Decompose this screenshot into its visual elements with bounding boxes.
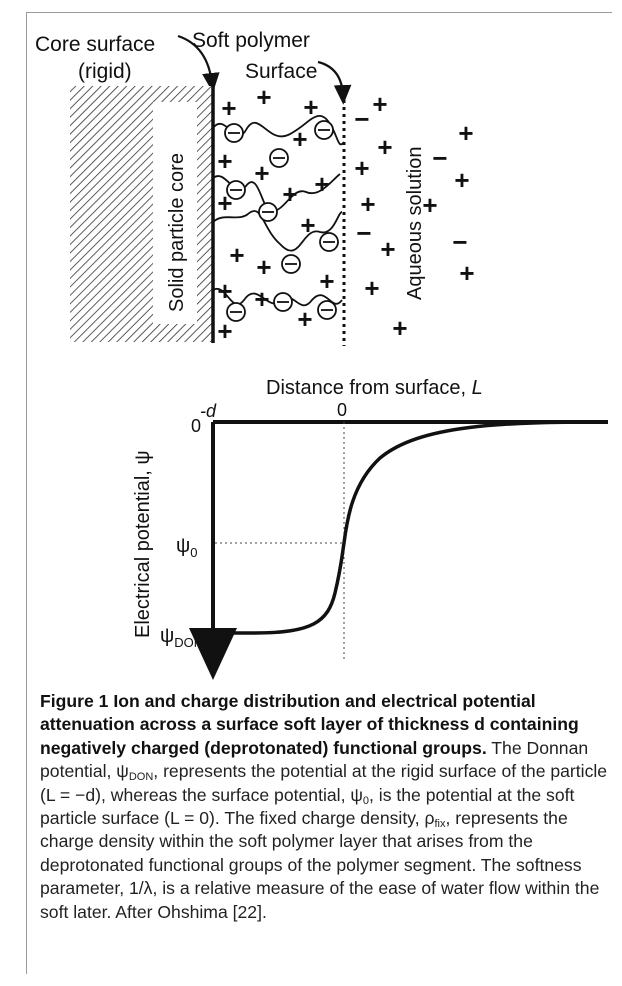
caption-subscript: fix — [434, 818, 446, 831]
cation: + — [392, 313, 407, 343]
x-axis-label: Distance from surface, L — [266, 377, 483, 399]
rigid-label: (rigid) — [78, 60, 132, 83]
cation: + — [319, 266, 334, 296]
chain-charge — [258, 202, 278, 222]
aqueous-ions: − + + + + − + + + + − + − + + — [354, 89, 474, 343]
cation: + — [217, 316, 232, 346]
anion: − — [354, 104, 369, 134]
cation: + — [217, 188, 232, 218]
cation: + — [256, 252, 271, 282]
caption-title: Figure 1 Ion and charge distribution and… — [40, 691, 579, 758]
caption-subscript: 0 — [362, 794, 370, 807]
caption-text: , represents the charge density within t… — [40, 808, 600, 922]
tick-label-zero-x: 0 — [337, 400, 347, 420]
chain-charge — [269, 148, 289, 168]
core-surface-arrow — [177, 34, 220, 93]
frame-top-border — [26, 12, 612, 13]
cation: + — [360, 189, 375, 219]
anion: − — [356, 218, 371, 248]
aqueous-label: Aqueous solution — [404, 147, 426, 300]
chain-charge — [224, 123, 244, 143]
cation: + — [422, 190, 437, 220]
cation: + — [217, 146, 232, 176]
cation: + — [354, 153, 369, 183]
cation: + — [256, 82, 271, 112]
cation: + — [292, 124, 307, 154]
cation: + — [454, 165, 469, 195]
chain-charge — [226, 302, 246, 322]
solid-core-label: Solid particle core — [166, 153, 188, 312]
potential-graph: Distance from surface, L -d 0 0 Electric… — [132, 377, 609, 680]
cation: + — [300, 210, 315, 240]
tick-label-zero-y: 0 — [191, 416, 201, 436]
cation: + — [254, 158, 269, 188]
cation: + — [364, 273, 379, 303]
cation: + — [380, 234, 395, 264]
cation: + — [297, 304, 312, 334]
soft-layer-diagram: Core surface (rigid) Soft polymer Surfac… — [35, 29, 475, 346]
cation: + — [229, 240, 244, 270]
cation: + — [372, 89, 387, 119]
psi0-label: ψ0 — [176, 535, 198, 560]
chain-charges — [224, 120, 339, 322]
chain-charge — [314, 120, 334, 140]
cation: + — [282, 179, 297, 209]
chain-charge — [226, 180, 246, 200]
anion: − — [452, 227, 467, 257]
cation: + — [377, 132, 392, 162]
caption-text: , represents the potential at the rigid … — [40, 761, 608, 805]
cation: + — [217, 276, 232, 306]
anion: − — [432, 143, 447, 173]
potential-curve — [213, 420, 609, 635]
psidon-label: ψDON — [160, 625, 203, 650]
surface-arrow — [317, 60, 352, 105]
chain-charge — [319, 232, 339, 252]
cation: + — [314, 169, 329, 199]
y-axis-label: Electrical potential, ψ — [132, 450, 154, 638]
soft-layer-cations: + + + + + + + + + + + + + + + + + — [217, 82, 334, 346]
cation: + — [458, 118, 473, 148]
figure-caption: Figure 1 Ion and charge distribution and… — [40, 690, 612, 924]
cation: + — [459, 258, 474, 288]
cation: + — [303, 92, 318, 122]
cation: + — [254, 284, 269, 314]
soft-polymer-label: Soft polymer — [192, 29, 310, 52]
surface-label: Surface — [245, 60, 317, 83]
caption-text: The Donnan potential, ψ — [40, 737, 589, 782]
chain-charge — [317, 300, 337, 320]
frame-left-border — [26, 12, 27, 974]
tick-label-neg-d: -d — [200, 401, 217, 421]
caption-subscript: DON — [128, 771, 154, 784]
cation: + — [221, 93, 236, 123]
core-label-box — [153, 102, 197, 324]
caption-text: , is the potential at the soft particle … — [40, 784, 575, 829]
chain-charge — [281, 254, 301, 274]
chain-charge — [273, 292, 293, 312]
core-surface-label: Core surface — [35, 33, 155, 56]
